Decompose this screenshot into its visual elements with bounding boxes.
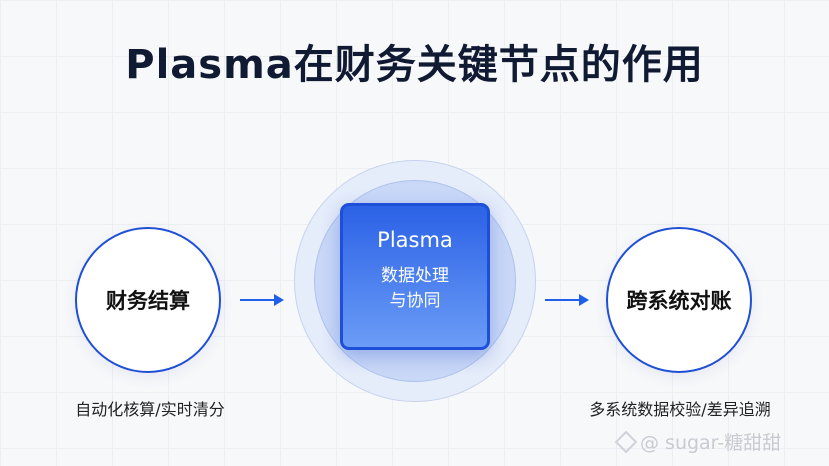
node-financial-settlement: 财务结算: [75, 227, 221, 373]
caption-reconciliation: 多系统数据校验/差异追溯: [589, 400, 771, 419]
arrow-right-icon: [240, 294, 284, 306]
arrow-right-icon: [545, 294, 589, 306]
plasma-subtitle-2: 与协同: [389, 291, 441, 311]
plasma-node: Plasma 数据处理与协同: [340, 203, 490, 350]
plasma-subtitle-1: 数据处理: [381, 266, 449, 286]
node-cross-system-reconciliation: 跨系统对账: [606, 227, 752, 373]
plasma-title: Plasma: [377, 228, 453, 252]
caption-settlement: 自动化核算/实时清分: [75, 400, 225, 419]
page-title: Plasma在财务关键节点的作用: [125, 42, 704, 88]
watermark-text: @ sugar-糖甜甜: [640, 432, 782, 454]
logo-icon: [614, 430, 638, 453]
watermark: @ sugar-糖甜甜: [614, 428, 782, 455]
